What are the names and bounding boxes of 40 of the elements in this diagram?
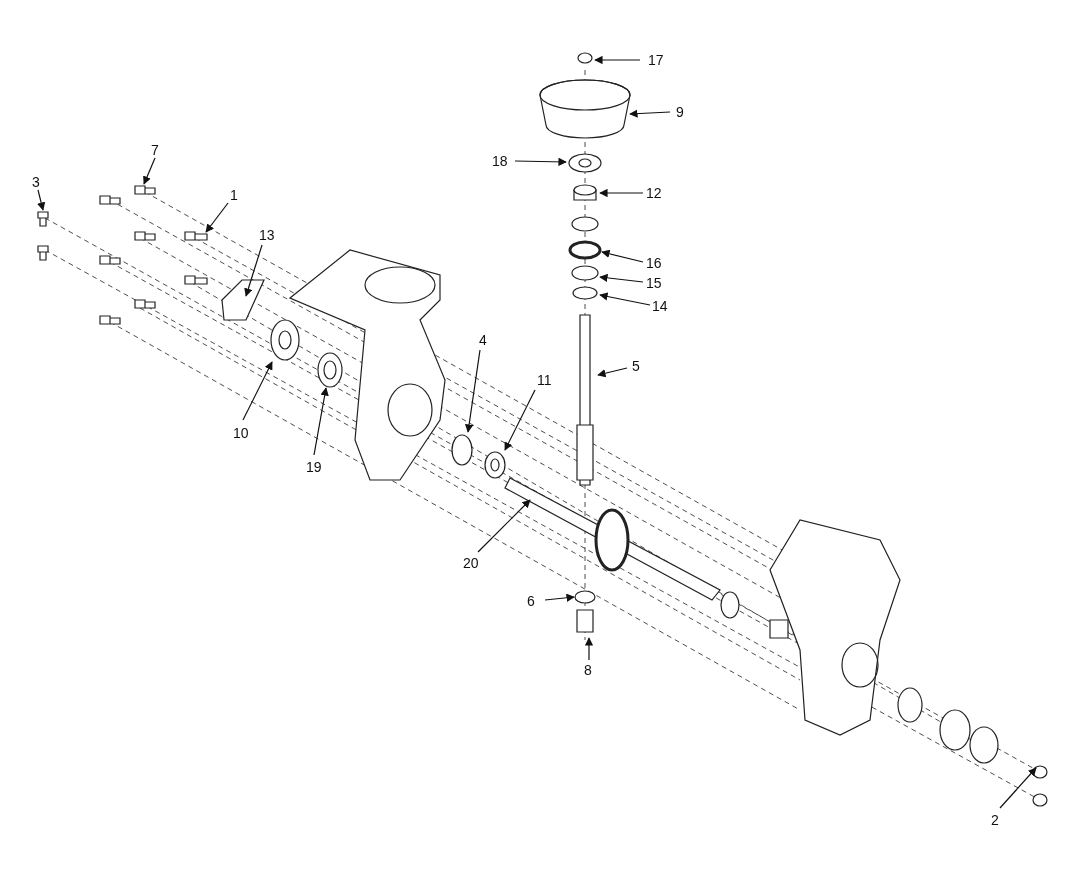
callout-number: 5 (632, 358, 640, 374)
callout-number: 13 (259, 227, 275, 243)
leader-line (37, 189, 46, 211)
leader-line (464, 349, 481, 433)
callout-number: 15 (646, 275, 662, 291)
callout-number: 1 (230, 187, 238, 203)
callout-number: 16 (646, 255, 662, 271)
callout-number: 20 (463, 555, 479, 571)
leader-line (205, 202, 229, 233)
leader-line (244, 244, 263, 297)
callout-number: 14 (652, 298, 668, 314)
callout-number: 9 (676, 104, 684, 120)
leader-line (999, 767, 1037, 809)
leader-line (599, 292, 651, 306)
callout-number: 6 (527, 593, 535, 609)
leader-line (544, 593, 575, 602)
leader-line (504, 389, 536, 451)
leader-line (242, 361, 273, 421)
leader-line (597, 367, 628, 378)
leader-line (599, 273, 644, 283)
callout-number: 17 (648, 52, 664, 68)
leader-line (143, 157, 156, 185)
callout-number: 7 (151, 142, 159, 158)
callout-number: 18 (492, 153, 508, 169)
callout-number: 12 (646, 185, 662, 201)
callout-number: 19 (306, 459, 322, 475)
callout-number: 2 (991, 812, 999, 828)
callout-number: 3 (32, 174, 40, 190)
leader-line (594, 55, 641, 65)
callout-number: 8 (584, 662, 592, 678)
leader-line (629, 109, 671, 118)
leader-line (599, 188, 644, 198)
leader-line (313, 387, 329, 456)
leader-line (584, 637, 594, 661)
callout-number: 4 (479, 332, 487, 348)
callout-number: 11 (537, 372, 552, 388)
leader-line (601, 249, 644, 263)
callout-number: 10 (233, 425, 249, 441)
leader-line (514, 157, 567, 167)
leader-line (477, 499, 531, 553)
